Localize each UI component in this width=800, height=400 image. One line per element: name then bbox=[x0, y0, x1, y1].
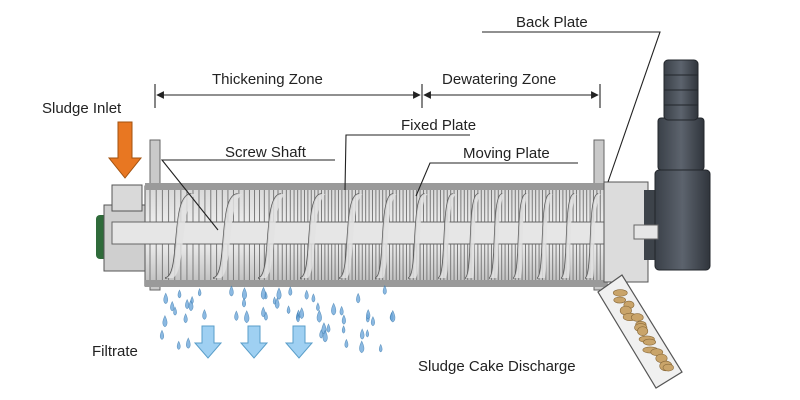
droplet bbox=[229, 285, 234, 297]
droplet bbox=[260, 286, 267, 300]
fixed-plate-label: Fixed Plate bbox=[401, 117, 476, 134]
screw-flight-face bbox=[339, 194, 363, 278]
droplet bbox=[316, 302, 320, 311]
droplet bbox=[183, 313, 188, 324]
sludge-inlet-arrow bbox=[107, 121, 143, 179]
droplet bbox=[296, 313, 300, 323]
droplet bbox=[341, 314, 346, 325]
droplet bbox=[162, 315, 168, 328]
screw-flights bbox=[164, 193, 601, 279]
droplet bbox=[326, 323, 331, 333]
droplet bbox=[202, 309, 207, 320]
screw-shaft-label: Screw Shaft bbox=[225, 144, 307, 161]
droplet bbox=[382, 285, 387, 295]
cake-chunk bbox=[637, 326, 649, 336]
droplet bbox=[159, 329, 165, 340]
fixed-plate-leader bbox=[344, 134, 470, 191]
screw-flight-face bbox=[513, 194, 529, 278]
cake-chunk bbox=[630, 313, 644, 322]
droplet bbox=[322, 329, 328, 343]
screw-flight-face bbox=[561, 194, 577, 278]
cake-chunk bbox=[643, 338, 656, 346]
droplet bbox=[170, 300, 175, 312]
droplet bbox=[241, 287, 247, 300]
sludge-cake bbox=[612, 289, 674, 372]
dewatering-zone-label: Dewatering Zone bbox=[442, 71, 556, 88]
moving-plate-label: Moving Plate bbox=[463, 145, 550, 162]
droplet bbox=[304, 289, 309, 300]
sludge-inlet-label: Sludge Inlet bbox=[42, 100, 122, 117]
droplet bbox=[316, 309, 322, 323]
droplet bbox=[197, 288, 202, 297]
back-plate-label: Back Plate bbox=[516, 14, 588, 31]
droplet bbox=[356, 292, 361, 304]
droplet bbox=[286, 305, 291, 314]
screw-flight-face bbox=[165, 194, 197, 278]
droplet bbox=[190, 295, 194, 304]
droplet bbox=[365, 329, 370, 338]
droplet bbox=[177, 289, 182, 299]
filtrate-droplets bbox=[159, 285, 396, 354]
droplet bbox=[378, 343, 383, 353]
droplet bbox=[163, 292, 169, 305]
droplet bbox=[272, 296, 277, 305]
screw-flight-face bbox=[537, 194, 553, 278]
cake-chunk bbox=[612, 289, 628, 297]
screw-drum bbox=[111, 183, 638, 287]
droplet bbox=[359, 340, 365, 354]
zone-dimension-lines bbox=[154, 84, 601, 108]
screw-shaft-leader bbox=[160, 159, 335, 231]
screw-flight-face bbox=[489, 194, 505, 278]
screw-shaft bbox=[111, 221, 638, 245]
screw-flight-face bbox=[438, 194, 456, 278]
droplet bbox=[176, 340, 181, 350]
screw-flight-face bbox=[585, 194, 601, 278]
droplet bbox=[359, 328, 365, 340]
cake-chunk bbox=[613, 296, 626, 304]
droplet bbox=[311, 293, 316, 303]
screw-flight-face bbox=[408, 194, 428, 278]
screw-flight-face bbox=[213, 194, 243, 278]
droplet bbox=[299, 307, 305, 319]
moving-plate-leader bbox=[415, 162, 578, 197]
droplet bbox=[370, 316, 375, 327]
droplet bbox=[186, 337, 191, 349]
droplet bbox=[344, 338, 349, 349]
droplet bbox=[339, 305, 344, 316]
droplet bbox=[234, 310, 239, 321]
screw-flight-face bbox=[375, 194, 397, 278]
droplet bbox=[244, 310, 250, 324]
filtrate-arrows bbox=[193, 325, 314, 359]
droplet bbox=[366, 309, 371, 320]
droplet bbox=[242, 297, 247, 308]
screw-flight-face bbox=[258, 194, 286, 278]
droplet bbox=[341, 325, 346, 334]
droplet bbox=[173, 306, 177, 316]
leader-lines bbox=[160, 31, 661, 231]
droplet bbox=[261, 306, 266, 318]
droplet bbox=[331, 302, 337, 316]
back-plate-leader bbox=[482, 31, 661, 183]
droplet bbox=[390, 310, 396, 323]
screw-flight-face bbox=[465, 194, 481, 278]
drive-motor bbox=[633, 59, 711, 271]
screw-flight-face bbox=[300, 194, 326, 278]
discharge-chute bbox=[597, 274, 683, 389]
filtrate-label: Filtrate bbox=[92, 343, 138, 360]
droplet bbox=[185, 298, 190, 310]
sludge-cake-discharge-label: Sludge Cake Discharge bbox=[418, 358, 576, 375]
droplet bbox=[276, 287, 282, 300]
droplet bbox=[288, 286, 293, 296]
cake-chunk bbox=[662, 363, 674, 372]
thickening-zone-label: Thickening Zone bbox=[212, 71, 323, 88]
